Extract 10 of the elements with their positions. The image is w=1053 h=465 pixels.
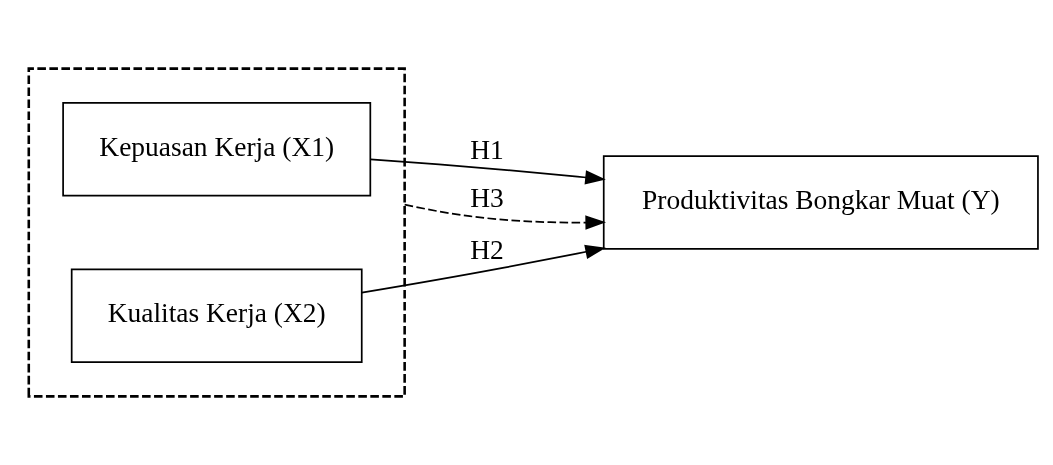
node-box: Kualitas Kerja (X2) (70, 268, 363, 363)
edge-label: H2 (470, 234, 504, 265)
arrow (360, 244, 606, 294)
cluster (27, 67, 406, 398)
arrow (403, 203, 607, 230)
arrow (369, 158, 606, 185)
node-box: Produktivitas Bongkar Muat (Y) (602, 155, 1039, 250)
node-box: Kepuasan Kerja (X1) (62, 102, 372, 197)
edge-label: H1 (470, 135, 504, 166)
edge-label: H3 (470, 183, 504, 214)
